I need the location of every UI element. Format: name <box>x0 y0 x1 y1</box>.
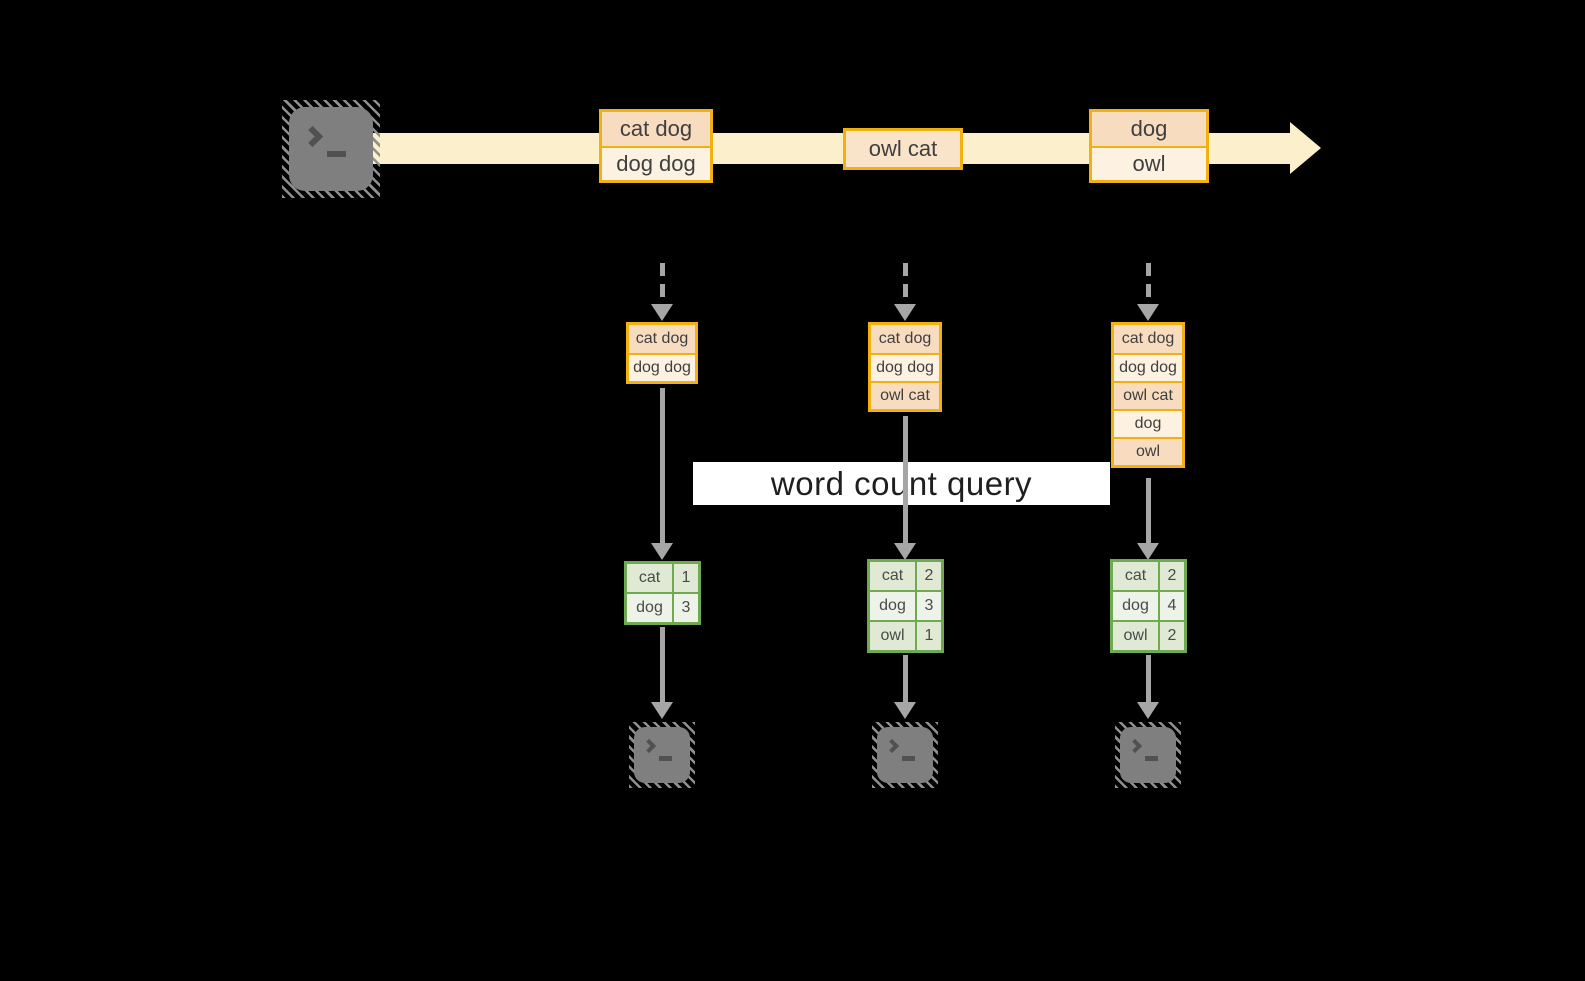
terminal-body <box>634 727 690 783</box>
prompt-underscore-icon <box>1145 756 1158 761</box>
state-table-1: cat dog dog dog <box>626 322 698 384</box>
result-table-1: cat 1 dog 3 <box>624 561 701 625</box>
record: cat dog <box>1114 325 1182 353</box>
word-cell: owl <box>870 622 915 650</box>
sink-terminal-icon-3 <box>1115 722 1181 788</box>
state-table-2: cat dog dog dog owl cat <box>868 322 942 412</box>
record: dog dog <box>629 353 695 381</box>
terminal-body <box>289 107 373 191</box>
prompt-chevron-icon <box>301 125 324 148</box>
dashed-arrow-3 <box>1137 263 1159 321</box>
arrow-line <box>659 627 665 702</box>
dashed-arrow-2 <box>894 263 916 321</box>
query-arrow-3 <box>1137 478 1159 560</box>
prompt-underscore-icon <box>902 756 915 761</box>
count-cell: 1 <box>674 564 698 592</box>
record: owl <box>1092 146 1206 180</box>
stream-batch-3: dog owl <box>1089 109 1209 183</box>
record: dog dog <box>871 353 939 381</box>
terminal-body <box>1120 727 1176 783</box>
count-cell: 2 <box>1160 622 1184 650</box>
prompt-chevron-icon <box>1127 738 1143 754</box>
word-cell: dog <box>870 592 915 620</box>
stream-batch-1: cat dog dog dog <box>599 109 713 183</box>
arrow-head <box>651 304 673 321</box>
arrow-line <box>659 388 665 543</box>
arrow-line <box>1145 263 1151 304</box>
word-cell: dog <box>627 594 672 622</box>
arrow-head <box>894 304 916 321</box>
record: cat dog <box>871 325 939 353</box>
arrow-head <box>1137 543 1159 560</box>
arrow-head <box>651 702 673 719</box>
record: owl cat <box>846 131 960 167</box>
word-cell: cat <box>627 564 672 592</box>
prompt-underscore-icon <box>327 151 346 157</box>
arrow-line <box>902 416 908 543</box>
source-terminal-icon <box>282 100 380 198</box>
record: owl <box>1114 437 1182 465</box>
record: owl cat <box>1114 381 1182 409</box>
count-cell: 2 <box>1160 562 1184 590</box>
arrow-line <box>659 263 665 304</box>
arrow-head <box>894 702 916 719</box>
sink-terminal-icon-1 <box>629 722 695 788</box>
sink-arrow-1 <box>651 627 673 719</box>
arrow-line <box>902 263 908 304</box>
arrow-line <box>902 655 908 702</box>
record: owl cat <box>871 381 939 409</box>
sink-terminal-icon-2 <box>872 722 938 788</box>
record: dog dog <box>1114 353 1182 381</box>
word-cell: dog <box>1113 592 1158 620</box>
prompt-chevron-icon <box>884 738 900 754</box>
record: dog <box>1092 112 1206 146</box>
arrow-head <box>1137 702 1159 719</box>
prompt-underscore-icon <box>659 756 672 761</box>
record: cat dog <box>629 325 695 353</box>
dashed-arrow-1 <box>651 263 673 321</box>
query-label: word count query <box>770 464 1033 502</box>
arrow-head <box>894 543 916 560</box>
query-arrow-1 <box>651 388 673 560</box>
arrow-line <box>1145 655 1151 702</box>
query-arrow-2 <box>894 416 916 560</box>
record: cat dog <box>602 112 710 146</box>
word-cell: owl <box>1113 622 1158 650</box>
count-cell: 2 <box>917 562 941 590</box>
stream-batch-2: owl cat <box>843 128 963 170</box>
record: dog dog <box>602 146 710 180</box>
stream-arrow-head <box>1290 122 1321 174</box>
sink-arrow-2 <box>894 655 916 719</box>
state-table-3: cat dog dog dog owl cat dog owl <box>1111 322 1185 468</box>
result-table-2: cat 2 dog 3 owl 1 <box>867 559 944 653</box>
sink-arrow-3 <box>1137 655 1159 719</box>
arrow-head <box>1137 304 1159 321</box>
prompt-chevron-icon <box>641 738 657 754</box>
record: dog <box>1114 409 1182 437</box>
result-table-3: cat 2 dog 4 owl 2 <box>1110 559 1187 653</box>
query-label-band: word count query <box>693 462 1110 505</box>
arrow-head <box>651 543 673 560</box>
count-cell: 4 <box>1160 592 1184 620</box>
count-cell: 3 <box>917 592 941 620</box>
word-cell: cat <box>1113 562 1158 590</box>
word-cell: cat <box>870 562 915 590</box>
arrow-line <box>1145 478 1151 543</box>
count-cell: 3 <box>674 594 698 622</box>
terminal-body <box>877 727 933 783</box>
count-cell: 1 <box>917 622 941 650</box>
